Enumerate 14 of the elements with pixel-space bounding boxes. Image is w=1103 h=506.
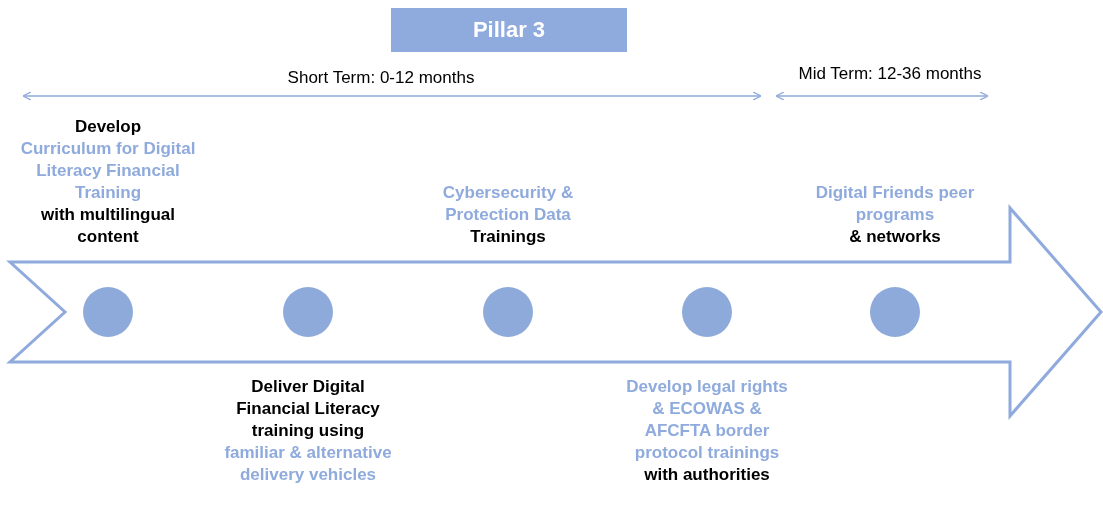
milestone-text: & networks bbox=[848, 226, 942, 248]
milestone-text: Develop legal rights & ECOWAS & AFCFTA border protocol trainings bbox=[625, 376, 789, 464]
period-label: Mid Term: 12-36 months bbox=[797, 64, 983, 84]
milestone-text: Deliver Digital Financial Literacy training using bbox=[235, 376, 381, 442]
milestone-text: familiar & alternative delivery vehicles bbox=[223, 442, 393, 486]
milestone-text: Trainings bbox=[469, 226, 547, 248]
milestone-text: with authorities bbox=[643, 464, 771, 486]
milestone-text: Develop bbox=[73, 116, 143, 138]
milestone-text: Cybersecurity & Protection Data bbox=[441, 182, 575, 226]
period-label: Short Term: 0-12 months bbox=[286, 68, 476, 88]
title-banner: Pillar 3 bbox=[391, 8, 627, 52]
milestone-text: with multilingual content bbox=[39, 204, 177, 248]
milestone-text: Curriculum for Digital Literacy Financial Training bbox=[19, 138, 197, 204]
milestone-text: Digital Friends peer programs bbox=[814, 182, 976, 226]
